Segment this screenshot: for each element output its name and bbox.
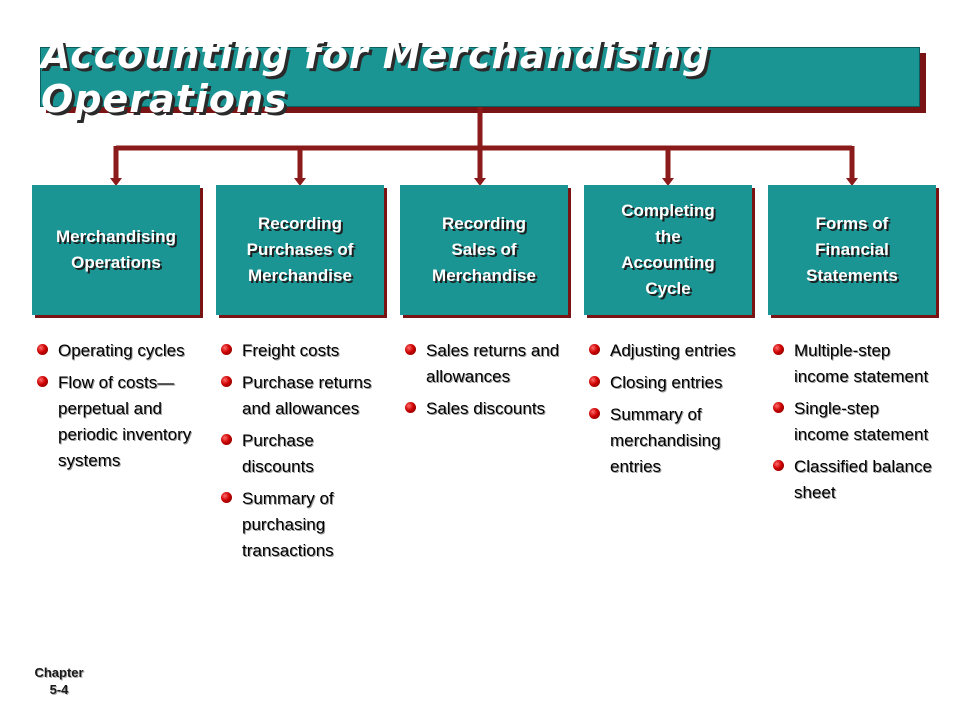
list-item: Multiple-step income statement [770,338,938,390]
bullet-icon [37,344,48,355]
list-item: Purchase returns and allowances [218,370,386,422]
arrow-head-5 [846,178,858,186]
list-item: Summary of merchandising entries [586,402,754,480]
title-banner: Accounting for Merchandising Operations [40,33,920,121]
category-label: Recording Purchases of Merchandise [246,214,354,285]
category-box-recording-sales: Recording Sales of Merchandise [400,185,568,315]
bullet-icon [589,376,600,387]
category-box-merchandising-operations: Merchandising Operations [32,185,200,315]
list-item: Sales discounts [402,396,570,422]
bullet-icon [221,434,232,445]
bullet-icon [221,492,232,503]
category-box-completing-cycle: Completing the Accounting Cycle [584,185,752,315]
list-item: Classified balance sheet [770,454,938,506]
page-number: 5-4 [49,682,69,697]
list-item: Adjusting entries [586,338,754,364]
bullet-icon [589,344,600,355]
list-item: Single-step income statement [770,396,938,448]
category-box-financial-statements: Forms of Financial Statements [768,185,936,315]
arrow-head-3 [474,178,486,186]
category-label: Forms of Financial Statements [806,214,898,285]
list-item: Summary of purchasing transactions [218,486,386,564]
arrow-head-4 [662,178,674,186]
bullet-icon [221,376,232,387]
bullet-icon [773,460,784,471]
page-title: Accounting for Merchandising Operations [41,33,711,121]
category-label: Completing the Accounting Cycle [621,201,715,298]
list-item: Freight costs [218,338,386,364]
bullet-icon [221,344,232,355]
arrow-head-1 [110,178,122,186]
list-item: Purchase discounts [218,428,386,480]
chapter-line: Chapter [34,665,84,680]
bullet-icon [773,344,784,355]
bullet-icon [37,376,48,387]
bullet-list-merchandising-operations: Operating cycles Flow of costs—perpetual… [34,338,202,480]
list-item: Closing entries [586,370,754,396]
chapter-label: Chapter 5-4 [24,664,94,698]
bullet-list-recording-purchases: Freight costs Purchase returns and allow… [218,338,386,570]
category-box-recording-purchases: Recording Purchases of Merchandise [216,185,384,315]
bullet-icon [405,344,416,355]
bullet-list-completing-cycle: Adjusting entries Closing entries Summar… [586,338,754,486]
list-item: Sales returns and allowances [402,338,570,390]
arrow-head-2 [294,178,306,186]
bullet-list-financial-statements: Multiple-step income statement Single-st… [770,338,938,512]
category-label: Recording Sales of Merchandise [432,214,536,285]
bullet-icon [589,408,600,419]
list-item: Flow of costs—perpetual and periodic inv… [34,370,202,474]
bullet-icon [405,402,416,413]
bullet-icon [773,402,784,413]
category-label: Merchandising Operations [56,227,176,272]
list-item: Operating cycles [34,338,202,364]
bullet-list-recording-sales: Sales returns and allowances Sales disco… [402,338,570,428]
